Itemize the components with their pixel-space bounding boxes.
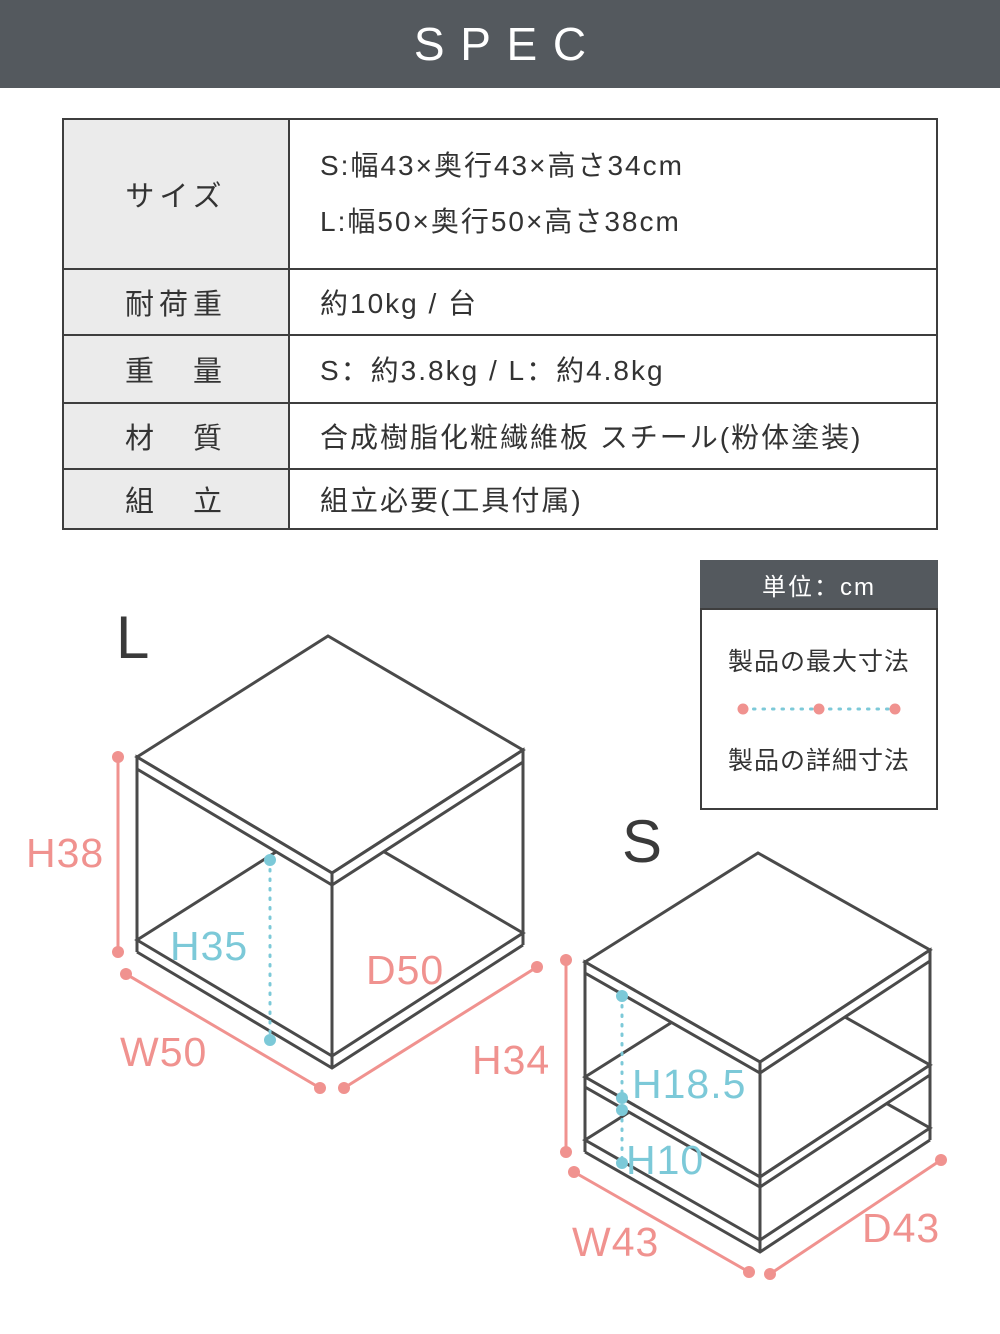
legend-max-dimension-label: 製品の最大寸法 bbox=[727, 647, 910, 676]
spec-row-size: サイズ S:幅43×奥行43×高さ34cm L:幅50×奥行50×高さ38cm bbox=[62, 118, 938, 270]
s-height-label: H34 bbox=[472, 1037, 551, 1083]
l-depth-label: D50 bbox=[366, 947, 445, 993]
legend-unit: 単位：cm bbox=[700, 560, 938, 608]
s-table-drawing bbox=[582, 851, 933, 1254]
l-width-label: W50 bbox=[120, 1029, 208, 1075]
s-dimension-h18-5 bbox=[616, 990, 628, 1104]
spec-row-value: 約10kg / 台 bbox=[288, 268, 938, 336]
s-table-title: S bbox=[622, 808, 663, 875]
spec-row-load: 耐荷重 約10kg / 台 bbox=[62, 268, 938, 336]
l-table-title: L bbox=[116, 604, 150, 671]
legend-box: 単位：cm 製品の最大寸法 製品の詳細寸法 bbox=[700, 560, 938, 810]
spec-row-label: 材 質 bbox=[62, 402, 290, 470]
size-line-l: L:幅50×奥行50×高さ38cm bbox=[320, 206, 681, 237]
spec-row-value: 組立必要(工具付属) bbox=[288, 468, 938, 530]
l-inner-height-label: H35 bbox=[170, 923, 249, 969]
spec-row-weight: 重 量 S：約3.8kg / L：約4.8kg bbox=[62, 334, 938, 404]
spec-row-assembly: 組 立 組立必要(工具付属) bbox=[62, 468, 938, 530]
s-dimension-h34 bbox=[560, 954, 572, 1158]
spec-row-label: 耐荷重 bbox=[62, 268, 290, 336]
size-line-s: S:幅43×奥行43×高さ34cm bbox=[320, 150, 684, 181]
spec-row-label: 重 量 bbox=[62, 334, 290, 404]
l-table-drawing bbox=[134, 634, 526, 1070]
spec-row-value: 合成樹脂化粧繊維板 スチール(粉体塗装) bbox=[288, 402, 938, 470]
s-shelf-height-label: H18.5 bbox=[632, 1061, 747, 1107]
spec-header: SPEC bbox=[0, 0, 1000, 88]
spec-row-label: 組 立 bbox=[62, 468, 290, 530]
spec-row-value: S:幅43×奥行43×高さ34cm L:幅50×奥行50×高さ38cm bbox=[288, 118, 938, 270]
s-bottom-height-label: H10 bbox=[626, 1137, 705, 1183]
l-dimension-h35 bbox=[264, 854, 276, 1046]
spec-row-label: サイズ bbox=[62, 118, 290, 270]
legend-sample-line bbox=[737, 703, 901, 715]
spec-row-material: 材 質 合成樹脂化粧繊維板 スチール(粉体塗装) bbox=[62, 402, 938, 470]
s-width-label: W43 bbox=[572, 1219, 660, 1265]
spec-table: サイズ S:幅43×奥行43×高さ34cm L:幅50×奥行50×高さ38cm … bbox=[62, 118, 938, 530]
page-title: SPEC bbox=[413, 18, 602, 70]
spec-row-value: S：約3.8kg / L：約4.8kg bbox=[288, 334, 938, 404]
legend-body: 製品の最大寸法 製品の詳細寸法 bbox=[700, 608, 938, 810]
s-depth-label: D43 bbox=[862, 1205, 941, 1251]
l-height-label: H38 bbox=[26, 830, 105, 876]
l-dimension-h38 bbox=[112, 751, 124, 958]
legend-detail-dimension-label: 製品の詳細寸法 bbox=[727, 746, 910, 775]
